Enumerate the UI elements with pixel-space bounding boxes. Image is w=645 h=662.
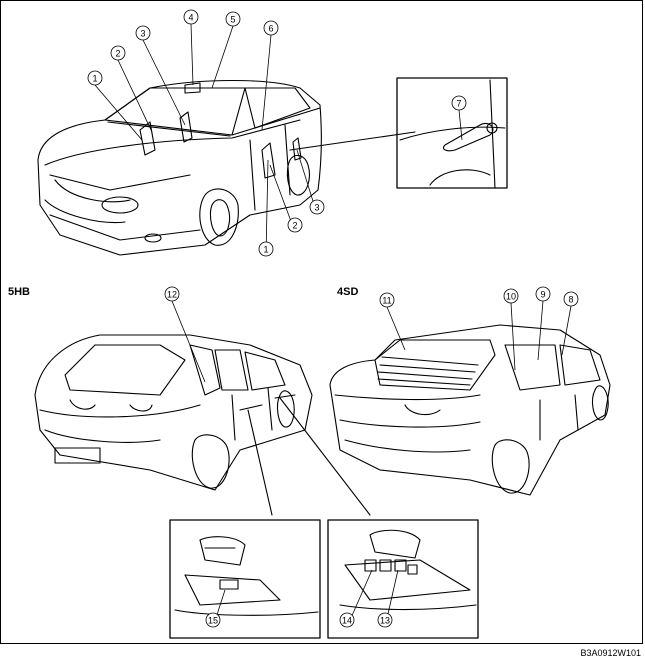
callout-14: 14 [339,569,373,628]
callout-number: 13 [380,616,390,626]
callout-circle [164,286,180,302]
callout-number: 4 [188,13,193,23]
master-switch-inset [327,519,479,639]
callout-number: 3 [314,203,319,213]
hatchback-rear-illustration [34,334,371,516]
callout-13: 13 [377,569,399,628]
callout-circle [258,241,274,257]
callout-circle [183,9,199,25]
callout-15: 15 [205,589,226,628]
callout-leader-line [561,305,572,356]
callout-number: 14 [342,616,352,626]
callout-number: 15 [208,616,218,626]
callout-5: 5 [211,11,241,89]
callout-number: 1 [263,245,268,255]
callout-8: 8 [561,291,579,356]
callout-9: 9 [535,286,551,361]
callout-number: 11 [382,296,391,306]
sedan-rear-illustration [329,324,611,496]
section-label-4sd: 4SD [337,286,359,298]
callout-10: 10 [503,288,519,371]
callout-number: 2 [292,221,297,231]
callout-number: 9 [540,290,545,300]
callout-number: 2 [115,49,120,59]
callout-number: 10 [506,292,516,302]
callout-circle [87,70,103,86]
callout-circle [535,286,551,302]
figure-code: B3A0912W101 [580,648,641,658]
callout-leader-line [190,23,194,86]
callout-number: 3 [140,29,145,39]
callout-leader-line [537,300,544,361]
callout-circle [135,25,151,41]
callout-number: 5 [230,15,235,25]
callout-11: 11 [379,292,406,351]
callout-6: 6 [261,20,279,131]
callout-2: 2 [110,45,153,133]
callout-leader-line [510,302,516,371]
callout-7: 7 [451,95,467,141]
figure-frame [0,0,643,644]
callout-4: 4 [183,9,199,86]
callout-leader-line [171,300,206,383]
callout-leader-line [211,25,234,89]
callout-circle [451,95,467,111]
sedan-front-illustration [37,79,416,256]
callout-number: 6 [268,24,273,34]
callout-circle [263,20,279,36]
callout-1: 1 [258,159,274,257]
callout-leader-line [386,306,406,351]
callout-circle [205,612,221,628]
callout-3: 3 [135,25,186,126]
single-switch-inset [169,519,321,639]
callout-12: 12 [164,286,206,383]
callout-circle [503,288,519,304]
callout-leader-line [117,59,153,133]
callout-circle [563,291,579,307]
callout-number: 12 [167,290,177,300]
callout-number: 8 [568,295,573,305]
callout-circle [339,612,355,628]
callout-2: 2 [269,164,303,233]
callout-leader-line [265,159,269,257]
section-label-5hb: 5HB [8,286,31,298]
callout-circle [377,612,393,628]
callout-leader-line [261,34,272,131]
callout-3: 3 [296,149,325,215]
callout-leader-line [94,84,143,141]
callout-number: 1 [92,74,97,84]
callout-circle [287,217,303,233]
callout-number: 7 [456,99,461,109]
callout-circle [110,45,126,61]
callout-circle [309,199,325,215]
crank-handle-inset [396,77,508,189]
callout-leader-line [458,109,463,141]
callout-leader-line [142,39,186,126]
callout-circle [225,11,241,27]
callout-circle [379,292,395,308]
callout-1: 1 [87,70,143,141]
